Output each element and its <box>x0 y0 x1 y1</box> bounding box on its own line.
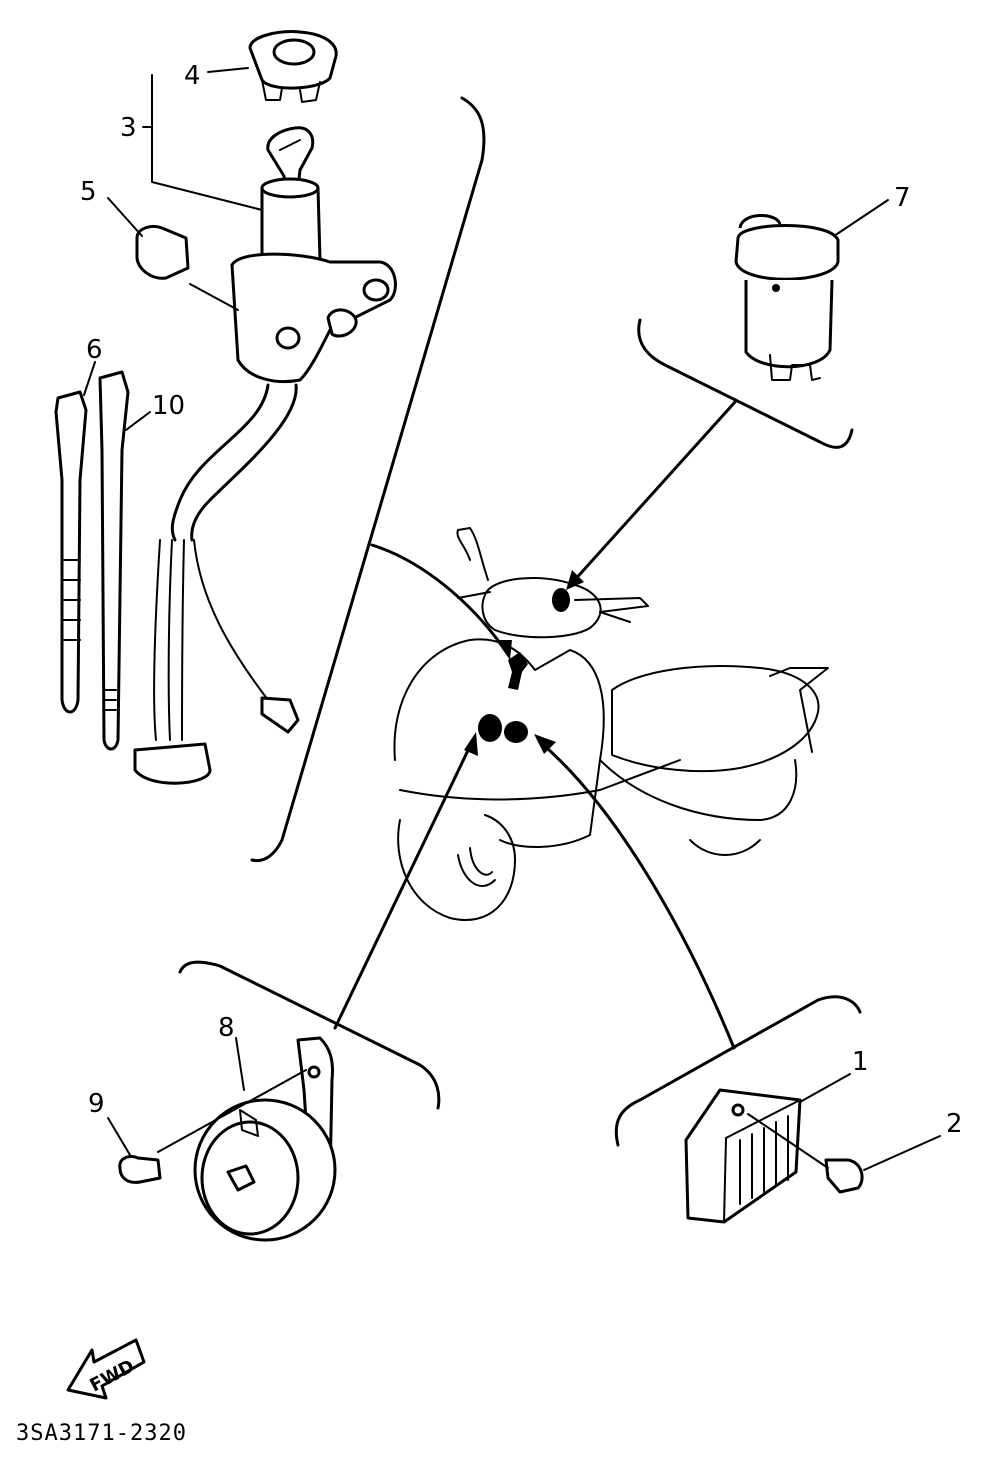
scooter-outline <box>393 527 829 921</box>
drawing-code: 3SA3171-2320 <box>16 1421 187 1446</box>
callout-6: 6 <box>86 335 103 365</box>
callout-8: 8 <box>218 1013 235 1043</box>
screw-5 <box>135 224 239 311</box>
callout-1: 1 <box>852 1047 869 1077</box>
cable-ties <box>54 370 130 751</box>
callout-9: 9 <box>88 1089 105 1119</box>
fwd-arrow: FWD <box>66 1338 146 1400</box>
screw-2 <box>747 1113 864 1194</box>
callout-4: 4 <box>184 61 201 91</box>
callout-5: 5 <box>80 177 97 207</box>
callouts: 1 2 3 4 5 6 7 8 9 10 <box>80 61 963 1139</box>
panel-frames <box>178 96 862 1147</box>
relay-7 <box>734 214 840 381</box>
callout-leaders <box>83 67 941 1171</box>
callout-3: 3 <box>120 113 137 143</box>
main-switch-assembly <box>133 30 397 785</box>
rectifier-1 <box>684 1088 802 1224</box>
callout-7: 7 <box>894 183 911 213</box>
horn-8 <box>193 1036 337 1242</box>
callout-2: 2 <box>946 1109 963 1139</box>
callout-10: 10 <box>152 391 185 421</box>
leader-lines <box>333 400 737 1050</box>
screw-9 <box>118 1069 307 1184</box>
